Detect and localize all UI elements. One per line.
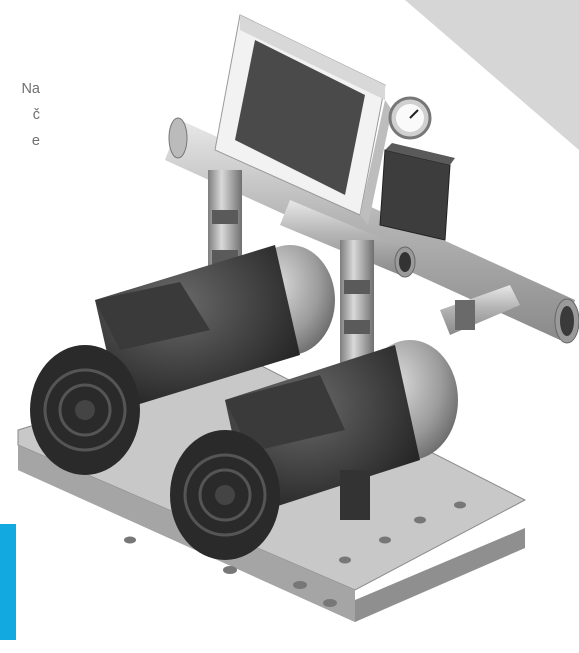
controller-box: [214, 14, 392, 225]
pump-front: [170, 340, 458, 560]
accent-bar: [0, 524, 16, 640]
pump-back: [30, 245, 335, 475]
text-fragment-2: č: [32, 107, 40, 123]
header-pipes: [165, 117, 579, 344]
cropped-text: Na č e: [0, 76, 40, 154]
pressure-switch: [379, 149, 451, 241]
text-fragment-3: e: [31, 133, 40, 149]
text-fragment-1: Na: [21, 81, 40, 97]
pressure-gauge: [388, 96, 432, 140]
